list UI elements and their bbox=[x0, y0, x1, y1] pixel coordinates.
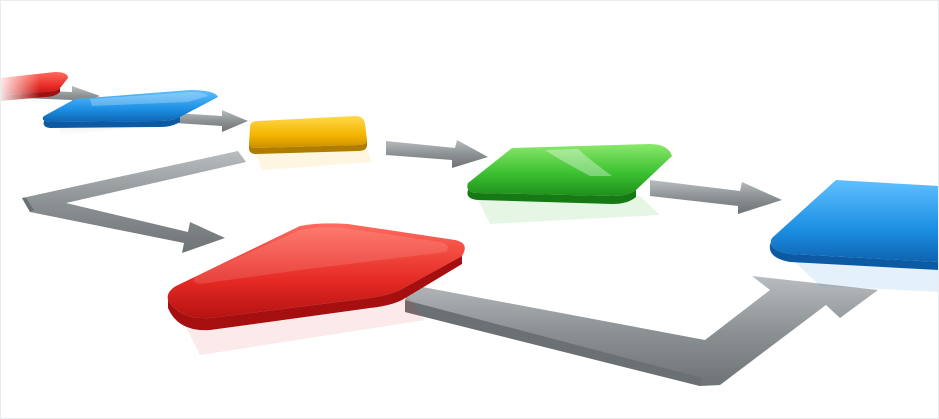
arrow-red-to-blue-long bbox=[405, 276, 878, 386]
block-yellow bbox=[249, 116, 372, 170]
arrow-return-bracket bbox=[22, 151, 246, 253]
block-green bbox=[467, 144, 672, 224]
arrow-green-to-blue bbox=[650, 180, 782, 214]
block-blue-2 bbox=[770, 180, 939, 292]
arrow-yellow-to-green bbox=[386, 140, 488, 168]
